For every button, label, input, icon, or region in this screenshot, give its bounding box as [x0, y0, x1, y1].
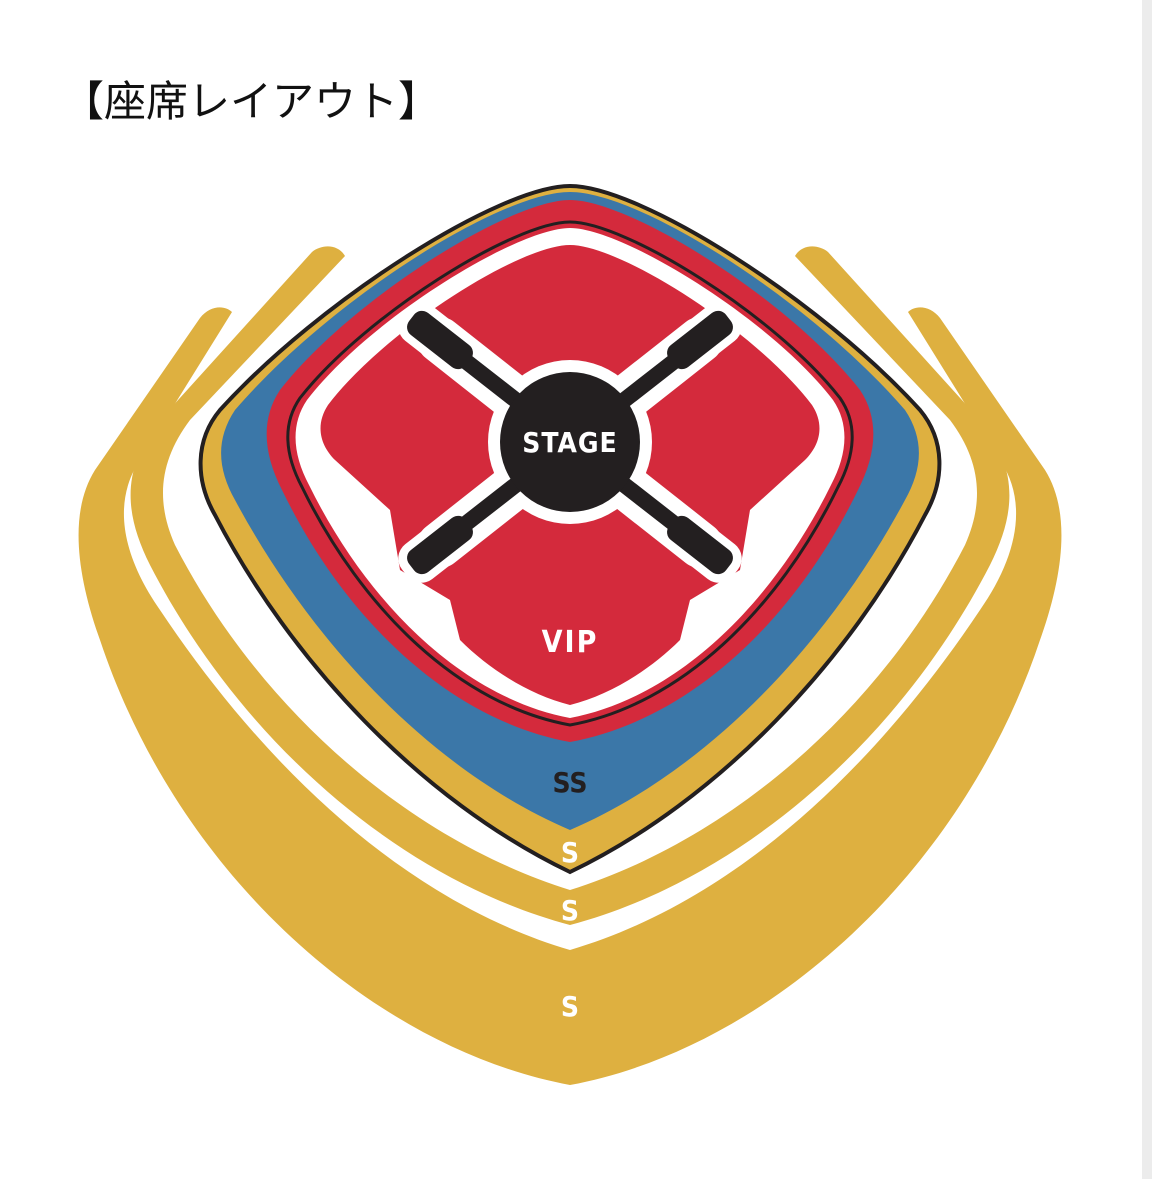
scrollbar-track[interactable] — [1142, 0, 1152, 1179]
s-inner-label: S — [561, 836, 579, 869]
stage-label: STAGE — [522, 426, 618, 459]
s-outer-label: S — [561, 990, 579, 1023]
page-title: 【座席レイアウト】 — [62, 77, 441, 126]
section-s-outer[interactable] — [78, 307, 1062, 1085]
ss-label: SS — [552, 766, 587, 799]
ss-outline — [198, 183, 942, 875]
vip-label: VIP — [542, 625, 599, 660]
stage-center[interactable] — [500, 372, 640, 512]
s-middle-label: S — [561, 894, 579, 927]
vip-outline — [286, 220, 854, 727]
